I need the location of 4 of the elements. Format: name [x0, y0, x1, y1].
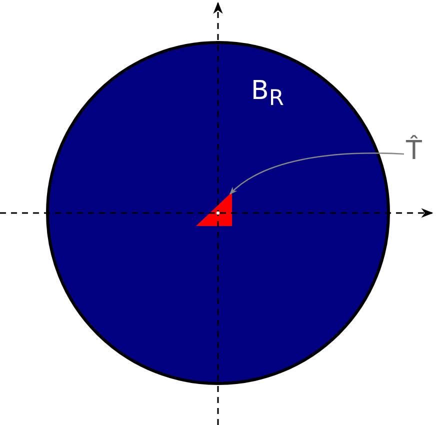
- region-label: B$_{R}$: [251, 76, 284, 114]
- leader-line: [229, 152, 404, 195]
- triangle-marker: [196, 192, 232, 227]
- symbol-label: T̂: [406, 136, 422, 166]
